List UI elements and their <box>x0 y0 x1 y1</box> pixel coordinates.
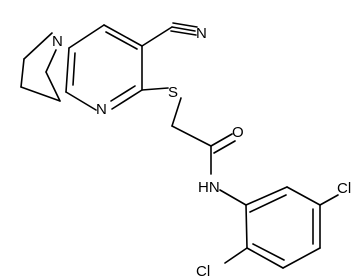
bond <box>319 194 339 206</box>
bond <box>170 30 197 36</box>
bond <box>68 24 105 49</box>
chloro-bonds <box>224 194 339 264</box>
bond <box>252 243 285 261</box>
bond <box>171 97 182 127</box>
thioacetamide-chain <box>141 87 236 175</box>
bond <box>105 31 138 50</box>
bond <box>20 58 25 88</box>
bond <box>219 189 247 206</box>
atom-label-n-bridge: N <box>52 33 63 50</box>
bond <box>23 32 53 60</box>
bond <box>286 186 321 206</box>
bond <box>210 133 233 147</box>
bond <box>172 22 198 28</box>
atom-label-n-cyano: N <box>196 25 207 42</box>
bond <box>249 194 287 213</box>
bond <box>111 89 143 110</box>
bond <box>20 86 61 102</box>
bond <box>103 24 143 47</box>
pyridine-ring <box>65 24 143 111</box>
bond <box>141 26 173 47</box>
bond <box>72 52 76 86</box>
bond <box>245 186 288 206</box>
atom-label-nh: HN <box>198 179 220 196</box>
bond <box>282 247 321 269</box>
atom-label-cl-2: Cl <box>196 263 210 277</box>
bond <box>171 125 212 147</box>
bond <box>245 204 248 249</box>
bond <box>110 85 136 102</box>
atom-label-s: S <box>168 84 178 101</box>
bond <box>45 49 57 73</box>
atom-label-o: O <box>232 124 244 141</box>
bond <box>171 26 196 32</box>
atom-label-cl-5: Cl <box>337 180 351 197</box>
bicyclic-cage <box>20 32 61 102</box>
dichlorophenyl-ring <box>219 186 321 269</box>
bond <box>65 47 70 93</box>
bond <box>213 140 236 154</box>
cyano-group <box>141 22 198 47</box>
bond <box>141 87 169 91</box>
bond <box>246 247 284 269</box>
bond <box>224 247 248 264</box>
atom-label-n-ring: N <box>96 101 107 118</box>
bond <box>65 91 97 111</box>
bond <box>45 71 61 102</box>
